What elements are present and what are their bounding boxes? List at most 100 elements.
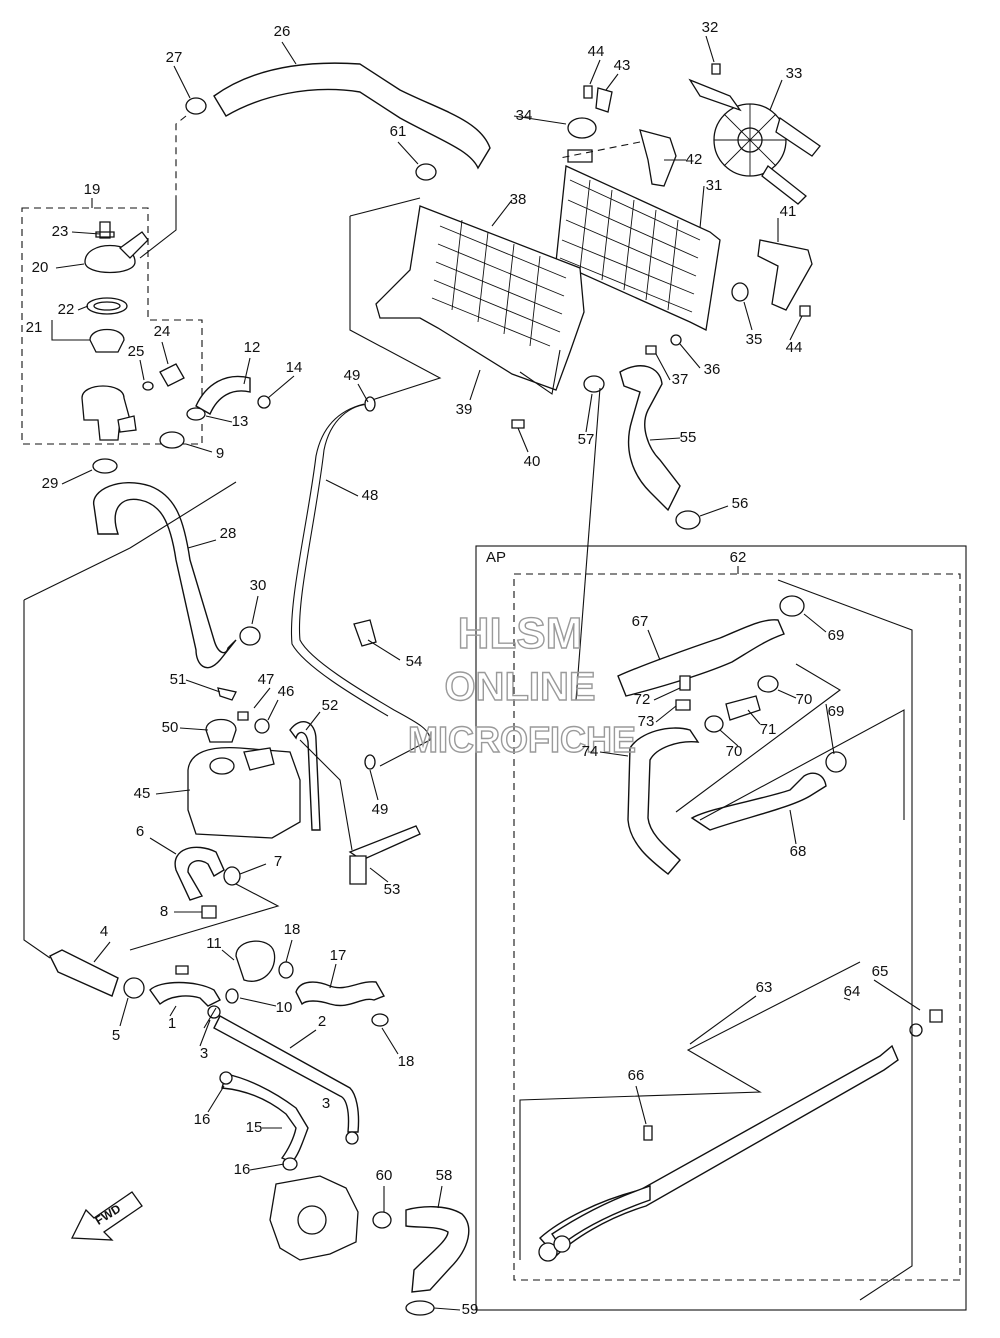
grommet[interactable]	[254, 718, 270, 734]
part-number: 70	[726, 743, 743, 760]
hose-clamp[interactable]	[372, 1211, 392, 1229]
hose-clamp[interactable]	[371, 1013, 389, 1027]
water-pipe[interactable]	[149, 981, 221, 1007]
radiator-grille[interactable]	[375, 205, 585, 391]
coolant-hose[interactable]	[690, 772, 827, 831]
part-number: 36	[704, 361, 721, 378]
bolt-icon[interactable]	[583, 85, 593, 99]
o-ring[interactable]	[225, 988, 239, 1004]
hose-clamp[interactable]	[704, 715, 724, 733]
hose-clamp[interactable]	[583, 375, 605, 393]
part-number: 28	[220, 525, 237, 542]
hose-clamp[interactable]	[364, 754, 376, 770]
watermark-line-3: MICROFICHE	[408, 719, 636, 760]
part-number: 40	[524, 453, 541, 470]
forward-direction-arrow: FWD	[70, 1191, 143, 1241]
part-number: 48	[362, 487, 379, 504]
coolant-hose[interactable]	[627, 727, 700, 875]
hose-fitting[interactable]	[725, 695, 761, 721]
bolt-icon[interactable]	[711, 63, 721, 75]
hose-clamp[interactable]	[92, 458, 118, 474]
hose-clamp[interactable]	[257, 395, 271, 409]
bracket[interactable]	[639, 129, 677, 187]
hose-clamp[interactable]	[219, 1071, 233, 1085]
coolant-reservoir[interactable]	[187, 746, 301, 839]
water-pump-cover[interactable]	[235, 940, 276, 982]
hose-clamp[interactable]	[405, 1300, 435, 1316]
part-number: 1	[168, 1015, 176, 1032]
hose-fitting[interactable]	[217, 687, 237, 701]
hose-clamp[interactable]	[282, 1157, 298, 1171]
bolt-icon[interactable]	[929, 1009, 943, 1023]
part-number: 68	[790, 843, 807, 860]
part-number: 49	[372, 801, 389, 818]
temperature-sensor[interactable]	[159, 363, 185, 387]
part-number: 59	[462, 1301, 479, 1318]
hose-clamp[interactable]	[159, 431, 185, 449]
washer[interactable]	[670, 334, 682, 346]
radiator-pipe[interactable]	[551, 1185, 651, 1248]
hose-clamp[interactable]	[757, 675, 779, 693]
bolt-icon[interactable]	[95, 221, 115, 239]
radiator-group	[555, 117, 813, 331]
hose-clamp[interactable]	[123, 977, 145, 999]
radiator-cap[interactable]	[567, 117, 597, 139]
hose-clip[interactable]	[353, 619, 377, 647]
bracket[interactable]	[757, 239, 813, 311]
hose-clamp[interactable]	[345, 1131, 359, 1145]
grommet[interactable]	[731, 282, 749, 302]
hose-clamp[interactable]	[185, 97, 207, 115]
part-number: 25	[128, 343, 145, 360]
coolant-hose[interactable]	[195, 375, 251, 415]
bolt-icon[interactable]	[799, 305, 811, 317]
thermostat-housing[interactable]	[81, 385, 131, 441]
thermostat[interactable]	[89, 328, 125, 353]
radiator-hose-upper[interactable]	[213, 62, 491, 170]
bolt-icon[interactable]	[511, 419, 525, 429]
thermostat-assembly-group	[21, 207, 203, 445]
radiator-hose-lower[interactable]	[619, 365, 681, 512]
part-number: 73	[638, 713, 655, 730]
coolant-hose[interactable]	[295, 981, 386, 1007]
hose-clamp[interactable]	[278, 961, 294, 979]
bolt-icon[interactable]	[175, 965, 189, 975]
clip[interactable]	[201, 905, 217, 919]
part-number: 4	[100, 923, 108, 940]
coolant-hose[interactable]	[49, 949, 119, 997]
coolant-hose[interactable]	[174, 846, 225, 901]
part-number: 71	[760, 721, 777, 738]
hose-clamp[interactable]	[239, 626, 261, 646]
part-number: 51	[170, 671, 187, 688]
coolant-hose[interactable]	[405, 1206, 470, 1293]
coolant-hose[interactable]	[221, 1073, 309, 1163]
thermostat-cover[interactable]	[84, 244, 136, 274]
hose-clamp[interactable]	[779, 595, 805, 617]
hose-clamp[interactable]	[186, 407, 206, 421]
washer[interactable]	[142, 381, 154, 391]
part-number: 57	[578, 431, 595, 448]
part-number: 15	[246, 1119, 263, 1136]
clip[interactable]	[643, 1125, 653, 1141]
water-pipe[interactable]	[213, 1015, 360, 1133]
hose-clamp[interactable]	[825, 751, 847, 773]
hose-clamp[interactable]	[223, 866, 241, 886]
coolant-hose[interactable]	[93, 482, 237, 669]
hose-clamp[interactable]	[675, 510, 701, 530]
reservoir-cap[interactable]	[205, 718, 237, 743]
part-number: 31	[706, 177, 723, 194]
part-number: 16	[234, 1161, 251, 1178]
part-number: 27	[166, 49, 183, 66]
bolt-icon[interactable]	[237, 711, 249, 721]
strap[interactable]	[348, 825, 421, 861]
hose-clamp[interactable]	[415, 163, 437, 181]
part-number: 35	[746, 331, 763, 348]
part-number: 63	[756, 979, 773, 996]
accessory-kit-box: AP	[475, 545, 967, 1311]
part-number: 18	[398, 1053, 415, 1070]
bracket[interactable]	[595, 87, 613, 113]
washer[interactable]	[909, 1023, 923, 1037]
hose-fitting[interactable]	[675, 699, 691, 711]
bolt-icon[interactable]	[645, 345, 657, 355]
hose-fitting[interactable]	[679, 675, 691, 691]
overflow-hose[interactable]	[289, 721, 321, 831]
